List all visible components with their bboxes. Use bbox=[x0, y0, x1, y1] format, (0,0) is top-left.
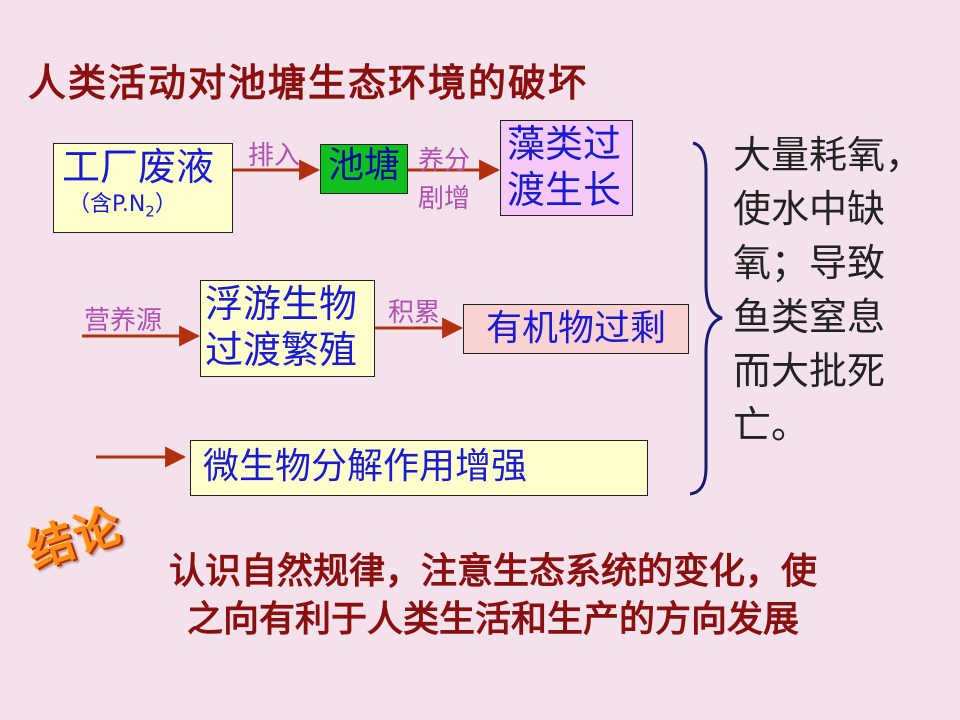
effect-line: 鱼类窒息 bbox=[733, 295, 886, 339]
plankton-line1: 浮游生物 bbox=[205, 282, 358, 326]
algae-box: 藻类过 渡生长 bbox=[500, 120, 633, 216]
factory-waste-note: （含P.N2） bbox=[68, 191, 177, 221]
page-title: 人类活动对池塘生态环境的破坏 bbox=[28, 61, 589, 105]
plankton-box: 浮游生物 过渡繁殖 bbox=[200, 280, 375, 377]
algae-line1: 藻类过 bbox=[507, 122, 622, 166]
factory-waste-box: 工厂废液 （含P.N2） bbox=[53, 143, 233, 233]
nutrient-label-1: 养分 bbox=[418, 146, 471, 176]
effect-line: 氧；导致 bbox=[733, 241, 886, 285]
factory-waste-label: 工厂废液 bbox=[62, 145, 215, 189]
discharge-label: 排入 bbox=[248, 141, 301, 171]
effect-line: 亡。 bbox=[733, 403, 810, 447]
organic-excess-box: 有机物过剩 bbox=[463, 304, 689, 354]
effect-line: 大量耗氧， bbox=[733, 133, 924, 177]
effect-text: 大量耗氧， 使水中缺 氧；导致 鱼类窒息 而大批死 亡。 bbox=[733, 128, 943, 452]
microbe-label: 微生物分解作用增强 bbox=[203, 446, 528, 487]
effect-line: 使水中缺 bbox=[733, 187, 886, 231]
algae-line2: 渡生长 bbox=[507, 168, 622, 212]
conclusion-line1: 认识自然规律，注意生态系统的变化，使 bbox=[168, 551, 817, 592]
conclusion-text: 认识自然规律，注意生态系统的变化，使 之向有利于人类生活和生产的方向发展 bbox=[93, 548, 893, 644]
nutrient-label-2: 剧增 bbox=[418, 184, 471, 214]
plankton-line2: 过渡繁殖 bbox=[205, 328, 358, 372]
nutrient-source-label: 营养源 bbox=[84, 306, 163, 336]
microbe-box: 微生物分解作用增强 bbox=[190, 440, 648, 496]
accumulate-label: 积累 bbox=[388, 298, 441, 328]
pond-box: 池塘 bbox=[320, 144, 408, 194]
conclusion-line2: 之向有利于人类生活和生产的方向发展 bbox=[186, 599, 799, 640]
organic-excess-label: 有机物过剩 bbox=[485, 308, 666, 349]
pond-label: 池塘 bbox=[327, 145, 400, 186]
right-brace bbox=[689, 141, 723, 496]
effect-line: 而大批死 bbox=[733, 349, 886, 393]
